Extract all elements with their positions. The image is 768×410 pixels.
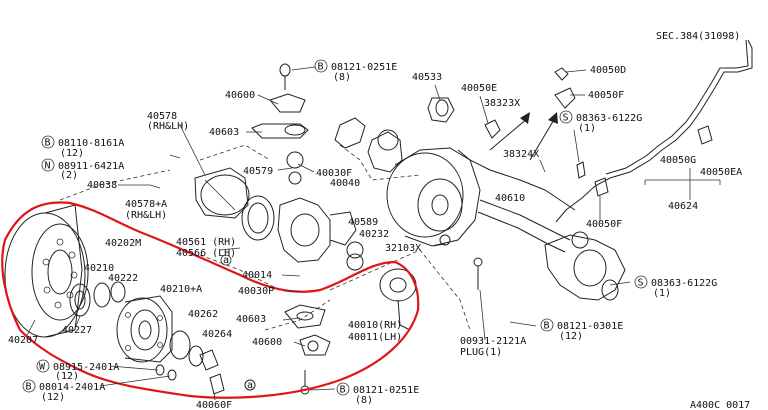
- bolt-symbol: B: [26, 382, 32, 393]
- bolt-symbol-icon: [336, 382, 350, 396]
- label-40014: 40014: [242, 270, 272, 281]
- label-40600-bot: 40600: [252, 337, 282, 348]
- label-08915-2401a: 08915-2401A: [53, 362, 119, 373]
- washer-symbol: W: [39, 362, 46, 373]
- label-08911-6421a-qty: (2): [60, 170, 78, 181]
- ref-a-marker-icon: [220, 254, 232, 266]
- bolt-symbol: B: [318, 62, 324, 73]
- label-08014-2401a: 08014-2401A: [39, 382, 105, 393]
- label-40040: 40040: [330, 178, 360, 189]
- label-40579: 40579: [243, 166, 273, 177]
- label-08121-0301e: 08121-0301E: [557, 321, 623, 332]
- label-40050f-mid: 40050F: [586, 219, 622, 230]
- highlight-outline: [1, 201, 420, 399]
- label-40578a: 40578+A: [125, 199, 167, 210]
- left-knuckle-assembly: [200, 151, 357, 263]
- bolt-symbol-icon: [41, 135, 55, 149]
- differential-housing: [367, 129, 571, 253]
- label-40232: 40232: [359, 229, 389, 240]
- label-sec384: SEC.384(31098): [656, 31, 740, 42]
- label-08911-6421a: 08911-6421A: [58, 161, 124, 172]
- label-08363-6122g-bot: 08363-6122G: [651, 278, 717, 289]
- label-40624: 40624: [668, 201, 698, 212]
- screw-symbol: S: [638, 278, 644, 289]
- label-00931-2121a: 00931-2121A: [460, 336, 526, 347]
- label-40578a-sub: (RH&LH): [125, 210, 167, 221]
- label-08014-2401a-qty: (12): [41, 392, 65, 403]
- bolt-symbol-icon: [540, 318, 554, 332]
- label-40010: 40010(RH): [348, 320, 402, 331]
- washer-symbol-icon: [36, 359, 50, 373]
- label-40533: 40533: [412, 72, 442, 83]
- label-40060f: 40060F: [196, 400, 232, 410]
- label-40227: 40227: [62, 325, 92, 336]
- label-08363-6122g-top: 08363-6122G: [576, 113, 642, 124]
- label-08121-0251e-bot-qty: (8): [355, 395, 373, 406]
- bolt-symbol: B: [544, 321, 550, 332]
- label-40210: 40210: [84, 263, 114, 274]
- diagram-code: A400C 0017: [690, 400, 750, 410]
- label-40566: 40566 (LH): [176, 248, 236, 259]
- nut-symbol: N: [45, 161, 51, 172]
- label-40207: 40207: [8, 335, 38, 346]
- label-40264: 40264: [202, 329, 232, 340]
- label-40578-sub: (RH&LH): [147, 121, 189, 132]
- label-40202m: 40202M: [105, 238, 141, 249]
- brake-rotor-40207: [4, 204, 89, 338]
- label-40050e: 40050E: [461, 83, 497, 94]
- label-38323x: 38323X: [484, 98, 520, 109]
- label-08121-0251e-top-qty: (8): [333, 72, 351, 83]
- label-08110-8161a: 08110-8161A: [58, 138, 124, 149]
- bolt-symbol-icon: [314, 59, 328, 73]
- label-40600-top: 40600: [225, 90, 255, 101]
- label-08121-0251e-top: 08121-0251E: [331, 62, 397, 73]
- label-40603-top: 40603: [209, 127, 239, 138]
- direction-arrows: [489, 112, 558, 161]
- label-40222: 40222: [108, 273, 138, 284]
- label-40589: 40589: [348, 217, 378, 228]
- dust-cover-40578: [194, 167, 249, 219]
- bolt-symbol: B: [340, 385, 346, 396]
- bolt-symbol-icon: [22, 379, 36, 393]
- nut-symbol-icon: [41, 158, 55, 172]
- ref-a-2: a: [223, 255, 229, 266]
- screw-symbol-icon: [634, 275, 648, 289]
- label-40030p: 40030P: [238, 286, 274, 297]
- label-40050ea: 40050EA: [700, 167, 742, 178]
- label-40262: 40262: [188, 309, 218, 320]
- label-32103x: 32103X: [385, 243, 421, 254]
- label-40038: 40038: [87, 180, 117, 191]
- label-40210a: 40210+A: [160, 284, 202, 295]
- upper-small-parts: [251, 63, 713, 197]
- ref-a-1: a: [247, 380, 253, 391]
- label-40578: 40578: [147, 111, 177, 122]
- screw-symbol-icon: [559, 110, 573, 124]
- ref-a-marker-icon: [244, 379, 256, 391]
- right-knuckle-assembly: [544, 231, 626, 301]
- label-plug: PLUG(1): [460, 347, 502, 358]
- leader-lines: [25, 66, 721, 401]
- label-40050g: 40050G: [660, 155, 696, 166]
- label-08915-2401a-qty: (12): [55, 371, 79, 382]
- label-08363-6122g-bot-qty: (1): [653, 288, 671, 299]
- label-38324x: 38324X: [503, 149, 539, 160]
- label-08363-6122g-top-qty: (1): [578, 123, 596, 134]
- rotor-bolt-holes: [42, 238, 78, 309]
- part-labels: SEC.384(31098) B 08121-0251E (8) 40600 4…: [8, 31, 750, 410]
- label-40030f: 40030F: [316, 168, 352, 179]
- label-40050d: 40050D: [590, 65, 626, 76]
- label-08110-8161a-qty: (12): [60, 148, 84, 159]
- label-08121-0301e-qty: (12): [559, 331, 583, 342]
- label-08121-0251e-bot: 08121-0251E: [353, 385, 419, 396]
- assembly-guide-lines: [59, 144, 471, 331]
- label-40050f-top: 40050F: [588, 90, 624, 101]
- label-40561: 40561 (RH): [176, 237, 236, 248]
- label-40603-bot: 40603: [236, 314, 266, 325]
- wheel-hub-40202m: [116, 295, 204, 381]
- bolt-symbol: B: [45, 138, 51, 149]
- label-40610: 40610: [495, 193, 525, 204]
- screw-symbol: S: [563, 113, 569, 124]
- label-40011: 40011(LH): [348, 332, 402, 343]
